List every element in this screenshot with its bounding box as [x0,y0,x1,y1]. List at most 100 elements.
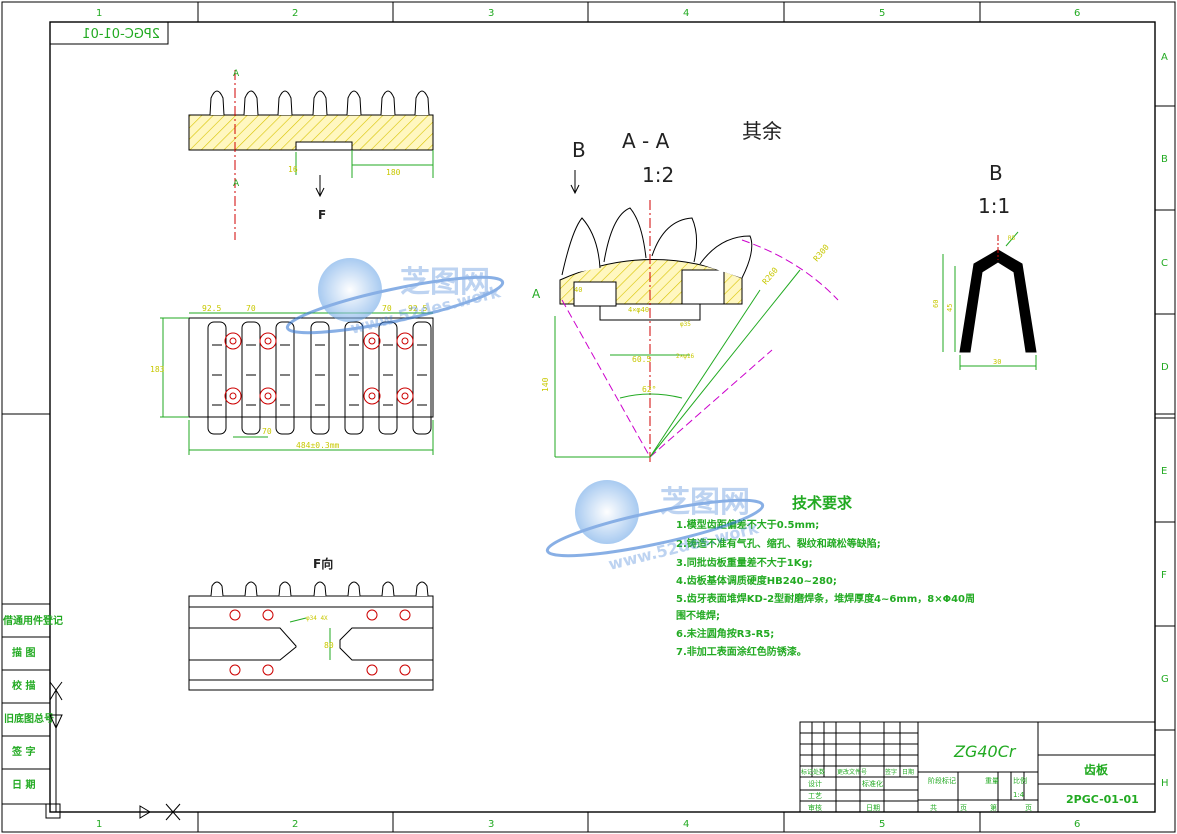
title-part-name: 齿板 [1084,762,1109,777]
svg-text:C: C [1161,258,1168,269]
top-tooth [277,90,293,116]
svg-text:4: 4 [683,819,689,830]
plan-hole [363,387,381,405]
svg-text:旧底图总号: 旧底图总号 [4,712,54,725]
detail-dim-30: 30 [993,358,1001,366]
svg-text:A: A [1161,52,1168,63]
detail-b-view [942,231,1037,370]
plan-dim-3: 92.5 [408,304,427,313]
bottom-tooth [278,581,292,597]
bottom-tooth [381,581,395,597]
title-block [799,721,1156,813]
svg-text:5: 5 [879,819,885,830]
row-letters-right: A B C D E F G H [1161,52,1169,789]
plan-tooth [241,321,261,435]
svg-text:2: 2 [292,8,298,19]
section-letter-b: B [572,138,586,162]
sec-dim-140: 140 [541,377,550,392]
bottom-tooth [210,581,224,597]
bottom-tooth [347,581,361,597]
sec-label-a: A [532,287,541,301]
svg-text:描 图: 描 图 [12,646,35,659]
section-aa-scale: 1:2 [642,163,674,187]
title-role-labels: 设计 标准化 审核 工艺 日期 [808,779,883,812]
plan-hole [396,387,414,405]
note-5-cont: 围不堆焊; [676,609,720,622]
notes-title: 技术要求 [792,494,853,512]
bottom-hole [366,609,378,621]
svg-text:校 描: 校 描 [12,679,35,692]
svg-text:3: 3 [488,8,494,19]
svg-text:更改文件号: 更改文件号 [837,768,867,776]
plan-dim-70: 70 [262,427,272,436]
plan-hole-center [229,337,237,345]
top-section-label-bottom: A [233,179,240,189]
bottom-hole [229,609,241,621]
plan-tooth [207,321,227,435]
svg-text:日期: 日期 [866,804,880,812]
plan-hole [224,387,242,405]
note-7: 7.非加工表面涂红色防锈漆。 [676,645,807,658]
bottom-holes [229,609,411,676]
svg-text:芝图网: 芝图网 [400,265,490,300]
bottom-hole [262,664,274,676]
svg-text:4: 4 [683,8,689,19]
section-aa-view [554,170,839,465]
plan-dim-1: 70 [246,304,256,313]
plan-hole [259,387,277,405]
svg-text:阶段标记: 阶段标记 [928,776,956,785]
top-tooth [414,90,430,116]
column-numbers-bottom: 1 2 3 4 5 6 [96,819,1080,830]
plan-hole-center [368,337,376,345]
svg-text:B: B [1161,154,1168,165]
watermark-globe-icon [318,258,382,322]
bottom-teeth [210,581,429,597]
plan-tooth [344,321,364,435]
bottom-tooth [313,581,327,597]
detail-b-letter: B [989,161,1003,185]
plan-dim-height: 183 [150,365,165,374]
note-5: 5.齿牙表面堆焊KD-2型耐磨焊条，堆焊厚度4~6mm，8×Φ40周 [676,592,975,605]
bottom-hole [399,609,411,621]
plan-hole-center [401,337,409,345]
ucs-axis-icon [45,681,181,821]
plan-hole-center [264,392,272,400]
svg-text:D: D [1161,362,1169,373]
bottom-view-label: F向 [313,556,333,571]
bottom-hole [399,664,411,676]
plan-tooth [275,321,295,435]
sec-dim-62deg: 62° [642,385,656,394]
bottom-f-view [188,581,434,691]
top-tooth [209,90,225,116]
detail-b-scale: 1:1 [978,194,1010,218]
svg-text:处数: 处数 [813,768,825,776]
svg-text:页: 页 [960,804,967,812]
technical-notes: 技术要求 1.模型齿距偏差不大于0.5mm; 2.铸造不准有气孔、缩孔、裂纹和疏… [676,494,975,658]
svg-text:2: 2 [292,819,298,830]
svg-text:H: H [1161,778,1169,789]
bottom-hole [229,664,241,676]
svg-text:F: F [1161,570,1167,581]
side-stamp-labels: 借通用件登记 描 图 校 描 旧底图总号 签 字 日 期 [2,614,63,791]
sec-dim-r260: R260 [761,266,780,287]
top-teeth [209,90,430,116]
title-sheet-labels: 共 页 第 页 [930,803,1032,812]
column-numbers-top: 1 2 3 4 5 6 [96,8,1080,19]
title-col-labels: 标记 处数 更改文件号 签字 日期 [801,768,914,776]
bottom-tooth [415,581,429,597]
svg-text:工艺: 工艺 [808,792,822,800]
bottom-hole [262,609,274,621]
svg-text:芝图网: 芝图网 [660,485,750,520]
rest-note: 其余 [742,119,782,143]
svg-text:E: E [1161,466,1167,477]
svg-text:1: 1 [96,8,102,19]
plan-hole [363,332,381,350]
plan-holes [224,332,414,405]
detail-dim-60: 60 [932,300,940,308]
top-tooth [312,90,328,116]
plan-hole-center [368,392,376,400]
svg-text:3: 3 [488,819,494,830]
svg-text:日 期: 日 期 [12,778,35,791]
svg-text:比例: 比例 [1013,776,1027,785]
